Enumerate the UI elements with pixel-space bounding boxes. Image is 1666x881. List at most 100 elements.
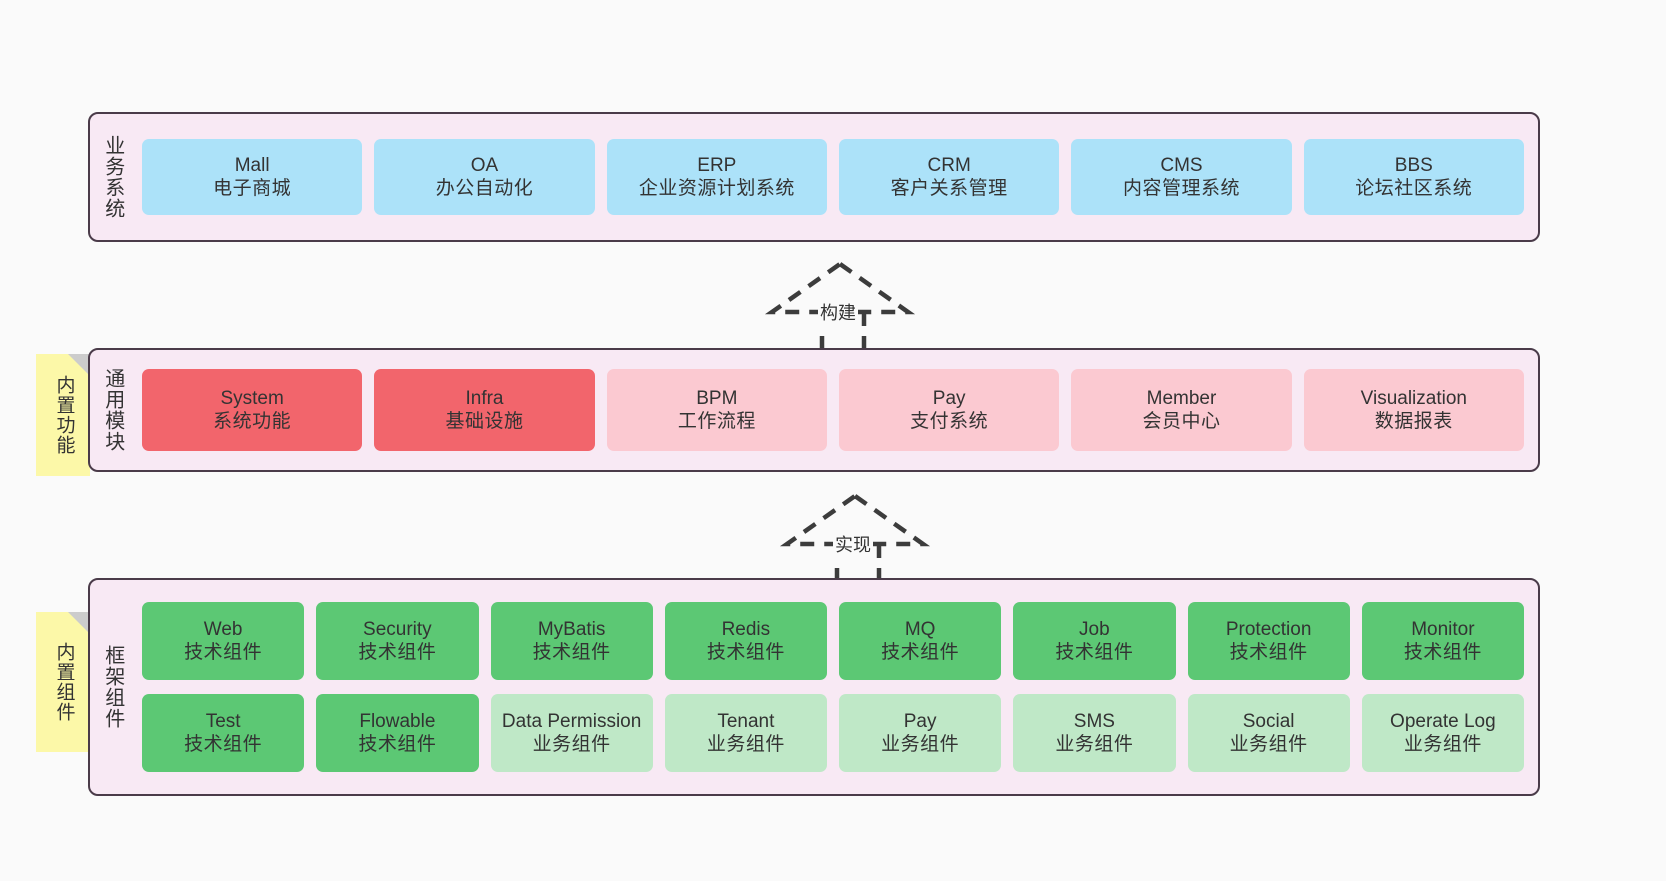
card-mq-en: MQ <box>904 618 936 640</box>
card-web[interactable]: Web 技术组件 <box>142 602 305 680</box>
card-sms-cn: 业务组件 <box>1055 734 1134 755</box>
card-mall-en: Mall <box>234 154 270 176</box>
card-job-en: Job <box>1079 618 1110 640</box>
card-mall-cn: 电子商城 <box>213 178 292 199</box>
card-cms[interactable]: CMS 内容管理系统 <box>1071 139 1292 215</box>
card-social-cn: 业务组件 <box>1229 734 1308 755</box>
card-member[interactable]: Member 会员中心 <box>1071 369 1292 451</box>
card-bpm[interactable]: BPM 工作流程 <box>606 369 827 451</box>
layer-body-business-systems: Mall 电子商城 OA 办公自动化 ERP 企业资源计划系统 CRM 客户关系… <box>134 114 1538 240</box>
card-infra[interactable]: Infra 基础设施 <box>374 369 595 451</box>
card-visualization-en: Visualization <box>1360 387 1467 409</box>
card-social-en: Social <box>1242 710 1295 732</box>
card-mall[interactable]: Mall 电子商城 <box>142 139 363 215</box>
card-protection-en: Protection <box>1225 618 1312 640</box>
card-data-permission[interactable]: Data Permission 业务组件 <box>490 694 653 772</box>
card-bpm-cn: 工作流程 <box>677 411 756 432</box>
card-operate-log-en: Operate Log <box>1390 710 1496 732</box>
card-mybatis-cn: 技术组件 <box>532 642 611 663</box>
card-oa[interactable]: OA 办公自动化 <box>374 139 595 215</box>
card-flowable-cn: 技术组件 <box>358 734 437 755</box>
card-test-cn: 技术组件 <box>184 734 263 755</box>
card-system-cn: 系统功能 <box>213 411 292 432</box>
card-monitor-cn: 技术组件 <box>1403 642 1482 663</box>
card-bpm-en: BPM <box>696 387 738 409</box>
card-bbs-en: BBS <box>1394 154 1433 176</box>
layer-title-common-modules: 通用模块 <box>101 368 124 452</box>
card-erp-en: ERP <box>697 154 737 176</box>
card-mq-cn: 技术组件 <box>881 642 960 663</box>
card-pay-component-cn: 业务组件 <box>881 734 960 755</box>
card-web-en: Web <box>203 618 243 640</box>
card-crm-en: CRM <box>927 154 971 176</box>
card-sms-en: SMS <box>1073 710 1115 732</box>
sticky-fold-corner-icon <box>68 354 90 376</box>
layer-body-framework-components: Web 技术组件 Security 技术组件 MyBatis 技术组件 Redi… <box>134 580 1538 794</box>
card-cms-cn: 内容管理系统 <box>1122 178 1240 199</box>
card-job-cn: 技术组件 <box>1055 642 1134 663</box>
card-pay-component-en: Pay <box>903 710 937 732</box>
card-operate-log-cn: 业务组件 <box>1403 734 1482 755</box>
sticky-note-builtin-components-label: 内置组件 <box>53 642 75 722</box>
card-security[interactable]: Security 技术组件 <box>316 602 479 680</box>
card-tenant-cn: 业务组件 <box>706 734 785 755</box>
card-pay-component[interactable]: Pay 业务组件 <box>839 694 1002 772</box>
sticky-note-builtin-features-label: 内置功能 <box>53 375 75 455</box>
connector-build-label: 构建 <box>818 302 858 326</box>
card-monitor[interactable]: Monitor 技术组件 <box>1361 602 1524 680</box>
connector-implement-label: 实现 <box>833 534 873 558</box>
card-bbs-cn: 论坛社区系统 <box>1355 178 1473 199</box>
card-operate-log[interactable]: Operate Log 业务组件 <box>1361 694 1524 772</box>
card-pay-module-cn: 支付系统 <box>910 411 989 432</box>
card-protection[interactable]: Protection 技术组件 <box>1187 602 1350 680</box>
card-data-permission-cn: 业务组件 <box>532 734 611 755</box>
card-mybatis[interactable]: MyBatis 技术组件 <box>490 602 653 680</box>
card-monitor-en: Monitor <box>1411 618 1475 640</box>
card-redis-cn: 技术组件 <box>706 642 785 663</box>
card-tenant[interactable]: Tenant 业务组件 <box>664 694 827 772</box>
card-erp[interactable]: ERP 企业资源计划系统 <box>606 139 827 215</box>
card-web-cn: 技术组件 <box>184 642 263 663</box>
card-redis-en: Redis <box>721 618 771 640</box>
card-oa-cn: 办公自动化 <box>435 178 534 199</box>
sticky-note-builtin-components: 内置组件 <box>36 612 90 752</box>
card-protection-cn: 技术组件 <box>1229 642 1308 663</box>
card-system-en: System <box>220 387 284 409</box>
card-member-en: Member <box>1146 387 1217 409</box>
card-test-en: Test <box>205 710 241 732</box>
card-test[interactable]: Test 技术组件 <box>142 694 305 772</box>
card-infra-en: Infra <box>465 387 504 409</box>
card-flowable[interactable]: Flowable 技术组件 <box>316 694 479 772</box>
framework-row-business: Test 技术组件 Flowable 技术组件 Data Permission … <box>142 694 1524 772</box>
layer-body-common-modules: System 系统功能 Infra 基础设施 BPM 工作流程 Pay 支付系统… <box>134 350 1538 470</box>
card-member-cn: 会员中心 <box>1142 411 1221 432</box>
card-redis[interactable]: Redis 技术组件 <box>664 602 827 680</box>
card-crm[interactable]: CRM 客户关系管理 <box>838 139 1060 215</box>
card-data-permission-en: Data Permission <box>501 710 642 732</box>
card-system[interactable]: System 系统功能 <box>142 369 363 451</box>
card-infra-cn: 基础设施 <box>445 411 524 432</box>
card-security-en: Security <box>363 618 432 640</box>
card-crm-cn: 客户关系管理 <box>890 178 1008 199</box>
card-visualization-cn: 数据报表 <box>1374 411 1453 432</box>
card-job[interactable]: Job 技术组件 <box>1013 602 1176 680</box>
sticky-note-builtin-features: 内置功能 <box>36 354 90 476</box>
card-flowable-en: Flowable <box>359 710 436 732</box>
card-sms[interactable]: SMS 业务组件 <box>1013 694 1176 772</box>
card-erp-cn: 企业资源计划系统 <box>638 178 795 199</box>
card-social[interactable]: Social 业务组件 <box>1187 694 1350 772</box>
sticky-fold-corner-icon <box>68 612 90 634</box>
card-oa-en: OA <box>470 154 499 176</box>
layer-framework-components: 框架组件 Web 技术组件 Security 技术组件 MyBatis 技术组件… <box>88 578 1540 796</box>
card-mq[interactable]: MQ 技术组件 <box>839 602 1002 680</box>
card-security-cn: 技术组件 <box>358 642 437 663</box>
layer-title-framework-components: 框架组件 <box>101 645 124 729</box>
connector-implement: 实现 <box>775 490 935 591</box>
card-bbs[interactable]: BBS 论坛社区系统 <box>1303 139 1524 215</box>
card-mybatis-en: MyBatis <box>537 618 606 640</box>
card-tenant-en: Tenant <box>717 710 775 732</box>
layer-title-business-systems: 业务系统 <box>101 135 124 219</box>
card-pay-module[interactable]: Pay 支付系统 <box>838 369 1060 451</box>
card-visualization[interactable]: Visualization 数据报表 <box>1303 369 1524 451</box>
